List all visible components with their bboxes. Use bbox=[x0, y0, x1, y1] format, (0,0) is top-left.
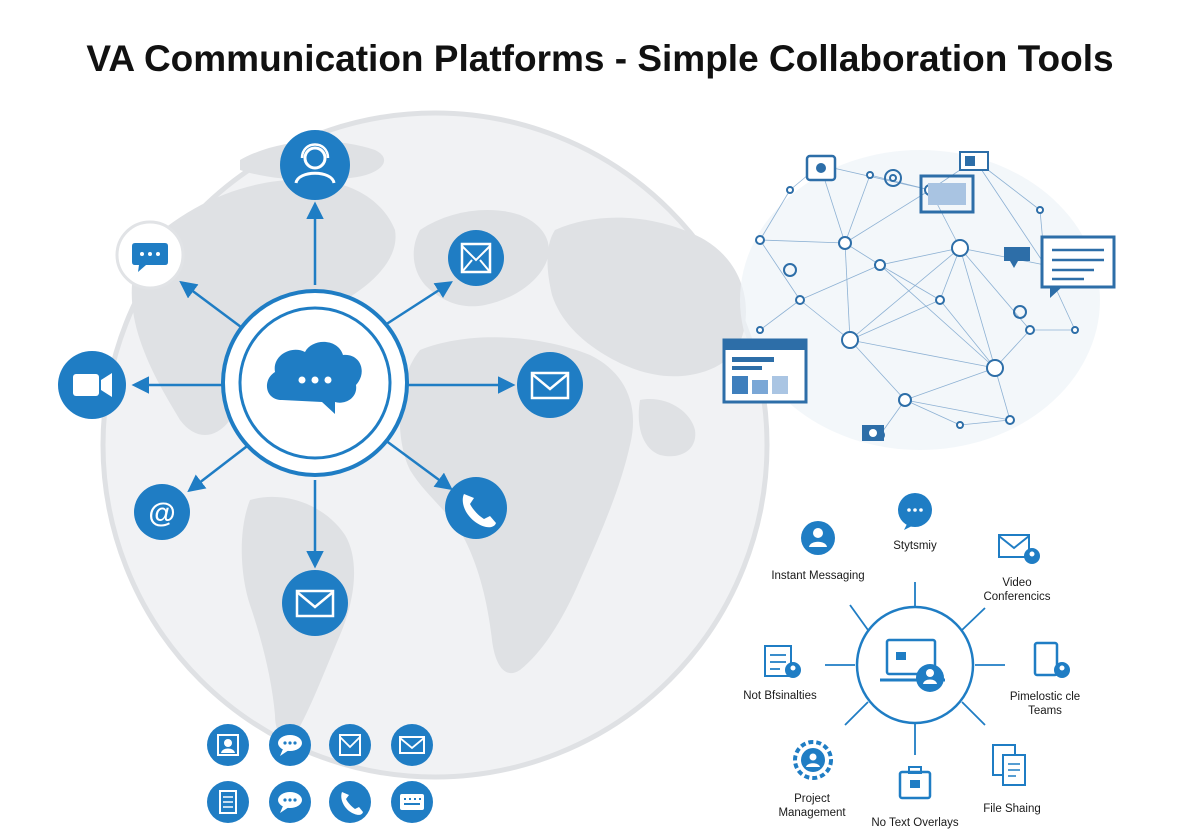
camera-small-icon bbox=[862, 425, 884, 441]
file-sharing-icon bbox=[992, 744, 1026, 786]
page-title: VA Communication Platforms - Simple Coll… bbox=[86, 38, 1114, 79]
hub-spokes bbox=[131, 201, 516, 569]
world-globe bbox=[100, 110, 770, 780]
at-sign-icon: @ bbox=[134, 484, 190, 540]
icon-grid bbox=[207, 724, 433, 823]
envelope-icon-south bbox=[282, 570, 348, 636]
landmass-arabia bbox=[638, 399, 696, 457]
chat-cloud-icon bbox=[266, 341, 362, 414]
envelope-icon-east bbox=[517, 352, 583, 418]
chat-bubble-icon-nw bbox=[115, 220, 185, 290]
label-instant-messaging: Instant Messaging bbox=[771, 570, 864, 582]
contact-icon bbox=[207, 724, 249, 766]
tools-diagram: Stytsmiy Instant Messaging Video Confere… bbox=[743, 493, 1080, 829]
keyboard-chat-icon bbox=[391, 781, 433, 823]
network-cluster bbox=[722, 150, 1116, 450]
message-panel-icon bbox=[1040, 235, 1116, 298]
user-circle-icon bbox=[801, 521, 835, 555]
briefcase-icon bbox=[898, 766, 932, 800]
clipboard-user-icon bbox=[764, 645, 801, 678]
label-bottom-tool: No Text Overlays bbox=[871, 817, 959, 829]
document-icon bbox=[207, 781, 249, 823]
label-video-line1: Video bbox=[1002, 577, 1031, 589]
svg-text:@: @ bbox=[148, 497, 175, 528]
envelope-icon bbox=[391, 724, 433, 766]
hub-center bbox=[221, 289, 409, 477]
label-pm-line1: Project bbox=[794, 793, 831, 805]
screen-icon bbox=[919, 174, 975, 214]
gear-user-icon bbox=[793, 740, 833, 780]
label-top-tool: Stytsmiy bbox=[893, 540, 937, 552]
chat-small-icon bbox=[1004, 247, 1030, 268]
tablet-user-icon bbox=[1033, 641, 1070, 678]
phone-icon bbox=[329, 781, 371, 823]
label-video-line2: Conferencics bbox=[983, 591, 1050, 603]
chat-bubble-icon bbox=[269, 724, 311, 766]
phone-icon bbox=[445, 477, 507, 539]
browser-window-icon bbox=[722, 338, 808, 404]
label-teams-line2: Teams bbox=[1028, 705, 1062, 717]
label-left-tool: Not Bfsinalties bbox=[743, 690, 817, 702]
tools-hub bbox=[855, 605, 975, 725]
landmass-asia bbox=[547, 217, 746, 377]
gear-small-icon bbox=[783, 169, 1027, 319]
chat-bubble-tool-icon bbox=[898, 493, 932, 530]
mail-user-icon bbox=[998, 534, 1040, 564]
label-teams-line1: Pimelostic cle bbox=[1010, 691, 1080, 703]
label-file-sharing: File Shaing bbox=[983, 803, 1041, 815]
video-tile-icon bbox=[805, 154, 837, 182]
mail-app-icon bbox=[329, 724, 371, 766]
mail-app-icon bbox=[448, 230, 504, 286]
laptop-user-icon bbox=[880, 638, 945, 692]
user-support-icon bbox=[280, 130, 350, 200]
chat-bubble-icon bbox=[269, 781, 311, 823]
video-camera-icon bbox=[58, 351, 126, 419]
video-call-small-icon bbox=[959, 151, 989, 171]
label-pm-line2: Management bbox=[778, 807, 846, 819]
landmass-africa bbox=[399, 337, 634, 674]
